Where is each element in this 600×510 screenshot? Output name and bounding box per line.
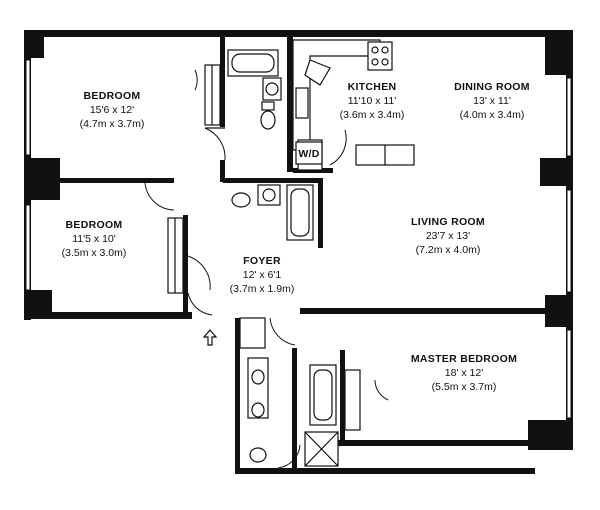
bath-fixtures <box>227 49 339 467</box>
washer-dryer: W/D <box>295 141 323 165</box>
bedroom-2-dim-metric: (3.5m x 3.0m) <box>62 247 127 259</box>
master-bedroom-name: MASTER BEDROOM <box>411 353 517 365</box>
foyer-dim-metric: (3.7m x 1.9m) <box>230 283 295 295</box>
room-foyer: FOYER 12' x 6'1 (3.7m x 1.9m) <box>230 255 295 295</box>
doors <box>144 69 389 469</box>
master-bedroom-dim-metric: (5.5m x 3.7m) <box>432 381 497 393</box>
room-dining: DINING ROOM 13' x 11' (4.0m x 3.4m) <box>454 81 530 121</box>
living-dim-imperial: 23'7 x 13' <box>426 230 470 242</box>
master-bedroom-dim-imperial: 18' x 12' <box>445 367 483 379</box>
bedroom-1-name: BEDROOM <box>84 90 141 102</box>
room-living: LIVING ROOM 23'7 x 13' (7.2m x 4.0m) <box>411 216 485 256</box>
kitchen-name: KITCHEN <box>348 81 397 93</box>
foyer-name: FOYER <box>243 255 281 267</box>
windows <box>25 59 572 419</box>
bedroom-1-dim-imperial: 15'6 x 12' <box>90 104 134 116</box>
bedroom-1-dim-metric: (4.7m x 3.7m) <box>80 118 145 130</box>
living-dim-metric: (7.2m x 4.0m) <box>416 244 481 256</box>
bedroom-2-name: BEDROOM <box>66 219 123 231</box>
room-master-bedroom: MASTER BEDROOM 18' x 12' (5.5m x 3.7m) <box>411 353 517 393</box>
entry-arrow-icon <box>202 329 218 346</box>
dining-dim-imperial: 13' x 11' <box>473 95 511 107</box>
foyer-dim-imperial: 12' x 6'1 <box>243 269 282 281</box>
washer-dryer-label: W/D <box>298 148 319 160</box>
living-name: LIVING ROOM <box>411 216 485 228</box>
bedroom-2-dim-imperial: 11'5 x 10' <box>72 233 116 245</box>
kitchen-dim-imperial: 11'10 x 11' <box>348 95 397 107</box>
room-bedroom-1: BEDROOM 15'6 x 12' (4.7m x 3.7m) <box>80 90 145 130</box>
closets <box>167 64 361 431</box>
dining-name: DINING ROOM <box>454 81 530 93</box>
dining-dim-metric: (4.0m x 3.4m) <box>460 109 525 121</box>
room-bedroom-2: BEDROOM 11'5 x 10' (3.5m x 3.0m) <box>62 219 127 259</box>
kitchen-dim-metric: (3.6m x 3.4m) <box>340 109 405 121</box>
room-kitchen: KITCHEN 11'10 x 11' (3.6m x 3.4m) <box>340 81 405 121</box>
